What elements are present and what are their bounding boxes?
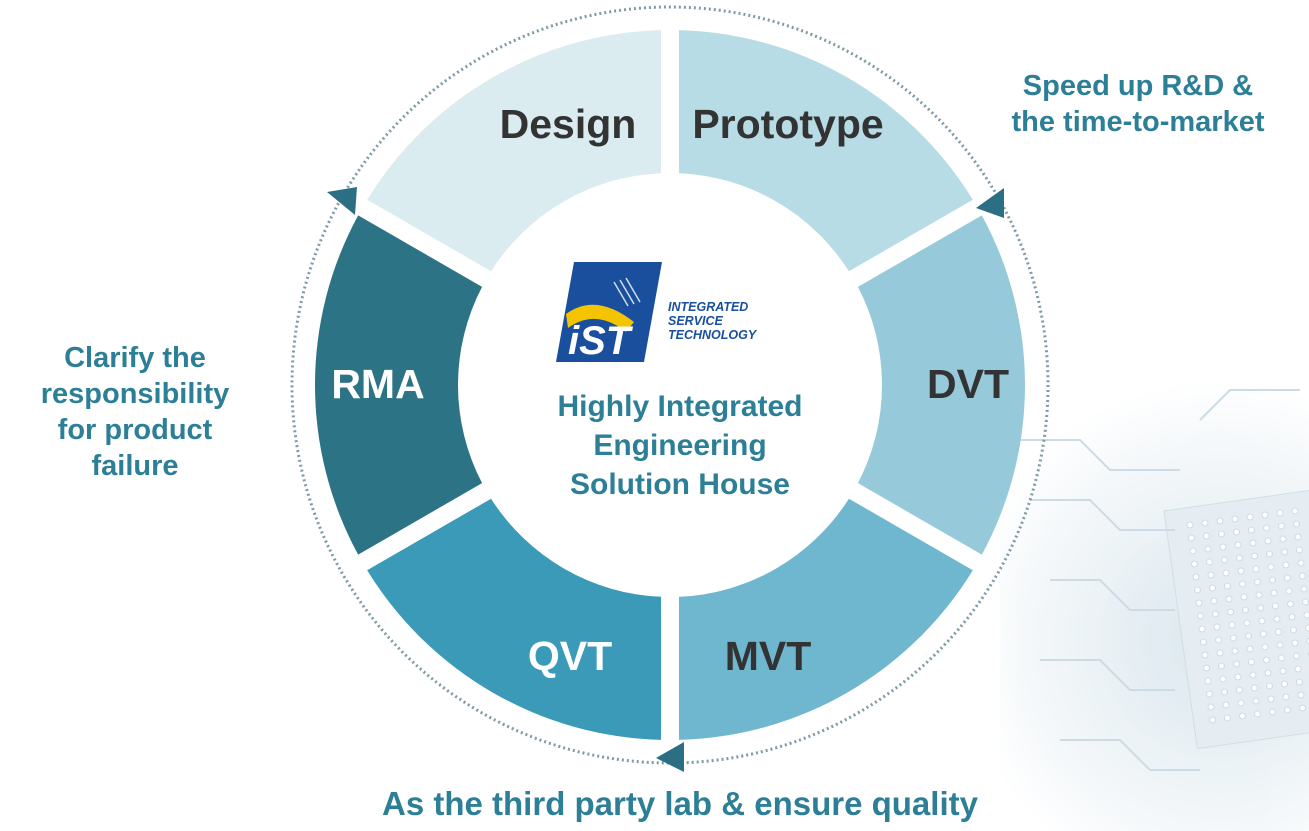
note-third-party-lab: As the third party lab & ensure quality bbox=[382, 785, 978, 822]
stage-label-dvt: DVT bbox=[927, 361, 1009, 407]
stage-segment-prototype bbox=[678, 30, 973, 272]
stage-label-qvt: QVT bbox=[528, 633, 612, 679]
center-title: Highly Integrated Engineering Solution H… bbox=[557, 390, 803, 501]
stage-segment-qvt bbox=[367, 498, 662, 740]
stage-label-mvt: MVT bbox=[725, 633, 812, 679]
cycle-arrow-icon bbox=[327, 187, 357, 215]
stage-label-rma: RMA bbox=[331, 361, 424, 407]
chip-graphic bbox=[1163, 489, 1309, 750]
dotted-cycle-circle bbox=[290, 5, 1050, 765]
circuit-traces bbox=[1020, 389, 1300, 771]
stage-ring bbox=[314, 30, 1025, 740]
cycle-arrow-icon bbox=[656, 742, 684, 772]
ist-logo-words: INTEGRATED SERVICE TECHNOLOGY bbox=[668, 300, 757, 342]
ist-logo-mark: iST bbox=[556, 262, 662, 363]
note-speed-up-rd: Speed up R&D & the time-to-market bbox=[1011, 70, 1265, 138]
ist-logo: iST INTEGRATED SERVICE TECHNOLOGY bbox=[556, 262, 776, 363]
note-clarify-responsibility: Clarify the responsibility for product f… bbox=[40, 342, 230, 482]
circuit-board-background bbox=[1000, 380, 1309, 831]
stage-segment-design bbox=[367, 30, 662, 272]
stage-label-prototype: Prototype bbox=[692, 101, 883, 147]
stage-label-design: Design bbox=[500, 101, 637, 147]
stage-segment-mvt bbox=[678, 498, 973, 740]
stage-segment-dvt bbox=[857, 215, 1025, 555]
ist-logo-text: iST bbox=[568, 319, 634, 362]
cycle-arrow-icon bbox=[976, 188, 1004, 218]
stage-segment-rma bbox=[314, 215, 483, 555]
